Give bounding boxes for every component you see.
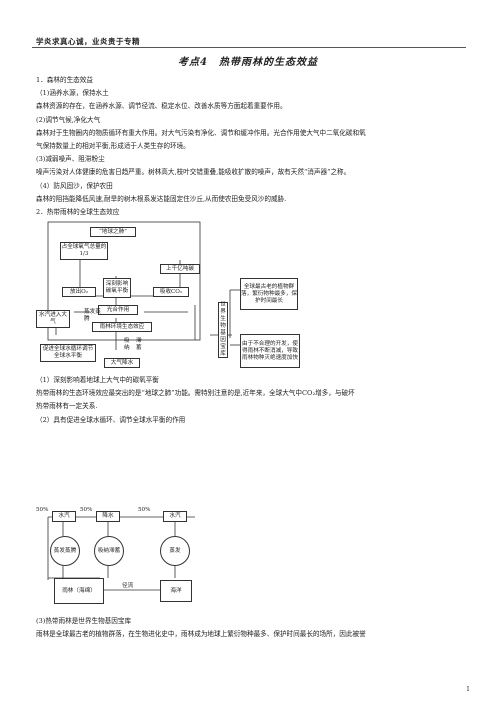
ocean-box: 海洋 [160, 580, 192, 602]
header-motto: 学炎求真心诚，业炎贵于专精 [36, 37, 140, 46]
subheading-1-3: (3)减弱噪声、阻滞粉尘 [36, 155, 105, 163]
oldest-box: 全球最古老的植物群落，繁衍物种最多，保护时间最长 [240, 278, 298, 310]
point-1: （1）深刻影响着地球上大气中的碳氧平衡 [36, 376, 159, 384]
paragraph-1-1: 森林资源的存在，在涵养水源、调节径流、稳定水位、改善水质等方面起着重要作用。 [36, 102, 287, 110]
forest-box: 雨林（海绵） [54, 578, 104, 604]
paragraph-1-2a: 森林对于生物圈内的物质循环有重大作用。对大气污染有净化、调节和缓冲作用。光合作用… [36, 129, 366, 137]
evapo-label: 蒸发蒸腾 [84, 309, 101, 322]
point-3: (3)热带雨林是世界生物基因宝库 [36, 617, 132, 625]
pct-left: 50% [36, 507, 49, 513]
absorb-circle: 吸纳滞蓄 [94, 536, 124, 566]
page-title: 考点4 热带雨林的生态效益 [178, 57, 318, 68]
runoff-label: 径流 [122, 583, 134, 589]
evapo-circle: 蒸发蒸腾 [50, 536, 80, 566]
paragraph-1-4: 森林的阻挡能降低风速,耐旱的树木根系发达能固定住沙丘,从而使农田免受风沙的威胁. [36, 195, 287, 203]
vapor-air-box: 水汽进入大气 [36, 310, 70, 328]
gene-bank-box: 世界生物基因宝库 [218, 302, 228, 358]
vapor-1-box: 水汽 [52, 511, 76, 522]
pct-mid: 50% [80, 507, 93, 513]
promote-box: 促进全球水循环调节全球水平衡 [40, 344, 96, 362]
carbon-box: 上千亿吨碳 [160, 264, 200, 274]
header-divider [32, 47, 466, 48]
paragraph-1-3: 噪声污染对人体健康的危害日趋严重。树林高大,枝叶交错重叠,能吸收扩散的噪声，故有… [36, 168, 351, 176]
rain-box: 大气降水 [104, 358, 140, 368]
photosynthesis-box: 光合作用 [98, 305, 138, 315]
evap-circle: 蒸发 [160, 536, 190, 566]
gene-bank-label: 世界生物基因宝库 [220, 302, 226, 357]
absorb-co2-box: 吸收CO₂ [153, 287, 189, 297]
subheading-1-4: （4）防风固沙，保护农田 [36, 182, 113, 190]
point-3-text: 雨林是全球最古老的植物群落，在生物进化史中，雨林成为地球上繁衍物种最多、保护时间… [36, 630, 366, 638]
point-1-text-a: 热带雨林的生态环境效应最突出的是“地球之肺”功能。需特别注意的是,近年来，全球大… [36, 389, 355, 397]
section-1-heading: 1．森林的生态效益 [36, 76, 93, 84]
pct-right: 50% [138, 507, 151, 513]
vapor-2-box: 水汽 [163, 511, 187, 522]
point-2: （2）具有促进全球水循环、调节全球水平衡的作用 [36, 416, 186, 424]
balance-box: 深刻影响碳氧平衡 [103, 278, 131, 298]
retain-label: 滞蓄 [136, 338, 142, 351]
threat-box: 由于不合理的开发，使得雨林不断消减，导致雨林物种灭绝速度加快 [240, 334, 300, 368]
rainfall-box: 降水 [96, 511, 120, 522]
section-2-heading: 2．热带雨林的全球生态效应 [36, 208, 120, 216]
absorb-label: 吸纳 [124, 338, 130, 351]
lung-box: “地球之肺” [90, 227, 136, 237]
rainforest-effect-box: 雨林环境生态效应 [92, 322, 152, 332]
oxygen-box: 占全球氧气总量的1/3 [60, 242, 108, 260]
subheading-1-1: （1)涵养水源，保持水土 [36, 89, 109, 97]
subheading-1-2: (2)调节气候,净化大气 [36, 116, 101, 124]
page-number: 1 [466, 686, 470, 693]
point-1-text-b: 热带雨林有一定关系. [36, 402, 98, 410]
release-o2-box: 放出O₂ [62, 287, 96, 297]
paragraph-1-2b: 气保持数量上的相对平衡,形成适于人类生存的环境。 [36, 142, 190, 150]
